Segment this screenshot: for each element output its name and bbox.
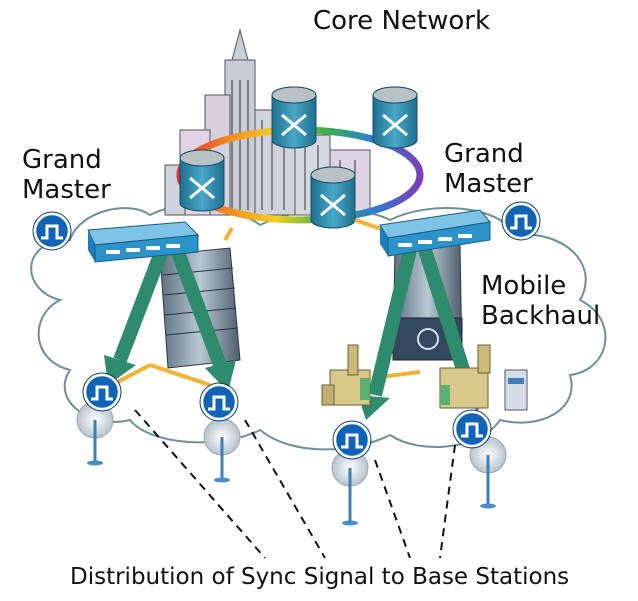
sync-clock-icon xyxy=(199,382,239,422)
grand-master-left-line1: Grand xyxy=(22,145,102,175)
factory-icon xyxy=(439,344,491,409)
distribution-caption: Distribution of Sync Signal to Base Stat… xyxy=(70,564,570,590)
router-icon xyxy=(372,86,418,149)
sync-clock-icon xyxy=(452,409,492,449)
mobile-backhaul-line2: Backhaul xyxy=(481,301,601,331)
grand-master-left-label: Grand Master xyxy=(22,145,111,205)
sync-arrows xyxy=(113,247,475,397)
sync-clock-icon xyxy=(501,201,541,241)
core-network-label: Core Network xyxy=(313,6,490,36)
grand-master-right-label: Grand Master xyxy=(444,139,533,199)
router-icon xyxy=(310,166,356,229)
ethernet-switch-icon xyxy=(87,221,200,263)
cell-tower-icon xyxy=(203,418,241,483)
router-icon xyxy=(271,86,317,149)
sync-clock-icon xyxy=(82,372,122,412)
factory-icon xyxy=(321,344,371,406)
grand-master-right-line2: Master xyxy=(444,169,533,199)
cell-tower-icon xyxy=(469,436,507,509)
server-icon xyxy=(504,369,528,411)
mobile-backhaul-line1: Mobile xyxy=(481,271,567,301)
grand-master-right-line1: Grand xyxy=(444,139,524,169)
distribution-lines xyxy=(134,409,456,559)
router-icon xyxy=(179,149,225,212)
cell-tower-icon xyxy=(76,401,114,466)
ethernet-switch-icon xyxy=(379,209,491,257)
sync-clock-icon xyxy=(32,211,72,251)
grand-master-left-line2: Master xyxy=(22,175,111,205)
cell-tower-icon xyxy=(331,449,369,526)
mobile-backhaul-label: Mobile Backhaul xyxy=(481,271,600,331)
sync-clock-icon xyxy=(332,420,372,460)
